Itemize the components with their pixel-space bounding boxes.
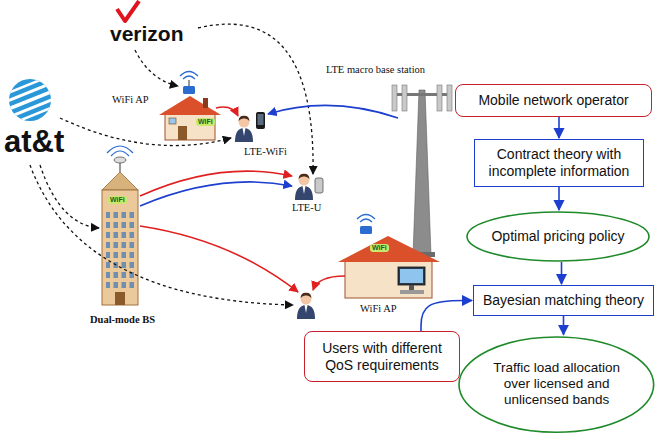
user-wifi	[297, 293, 315, 319]
verizon-logo	[117, 1, 139, 21]
process-box: Contract theory with incomplete informat…	[474, 139, 644, 187]
house-wifi-ap-part	[159, 96, 221, 115]
device-label: LTE macro base station	[326, 64, 425, 76]
node-text: Users with different QoS requirements	[312, 340, 452, 374]
operator-logo-text: at&t	[4, 124, 64, 160]
node-text: Mobile network operator	[478, 92, 628, 109]
house-wifi-ap-part	[169, 118, 176, 124]
house-wifi-ap	[159, 72, 221, 141]
wifi-badge: WiFi	[108, 196, 127, 204]
operator-link-part	[40, 165, 99, 228]
node-text: Contract theory with incomplete informat…	[482, 146, 636, 180]
user-label: LTE-WiFi	[244, 146, 287, 158]
house-wifi-ap-part	[400, 290, 424, 294]
user-lte-wifi	[235, 112, 265, 142]
actor-box: Users with different QoS requirements	[304, 331, 460, 382]
dual-mode-bs-building-part	[102, 190, 138, 305]
flow-arrow	[563, 316, 565, 335]
att-globe-part	[0, 74, 64, 127]
lte-macro-base-station-part	[392, 85, 397, 111]
lte-macro-base-station-part	[402, 85, 407, 111]
user-lte-wifi-part	[235, 116, 253, 142]
dual-mode-bs-building	[102, 146, 138, 305]
dual-mode-bs-building-part	[114, 157, 126, 163]
flow-arrow	[558, 117, 560, 138]
process-box: Bayesian matching theory	[473, 285, 654, 316]
flow-arrow	[558, 187, 560, 210]
verizon-logo-part	[117, 1, 139, 21]
house-wifi-ap-part	[345, 260, 432, 298]
operator-logo-text: verizon	[110, 22, 184, 46]
operator-link-part	[30, 165, 293, 305]
device-label: WiFi AP	[112, 94, 149, 106]
house-wifi-ap-part	[203, 98, 208, 108]
house-wifi-ap	[338, 215, 440, 299]
house-wifi-ap-part	[398, 267, 425, 285]
node-text: Optimal pricing policy	[491, 228, 624, 245]
dual-mode-bs-building-part	[107, 146, 133, 153]
wifi-badge: WiFi	[196, 118, 215, 126]
house-wifi-ap-part	[189, 80, 190, 86]
device-label: Dual-mode BS	[90, 314, 155, 326]
flow-arrow	[421, 301, 472, 332]
lte-macro-base-station-part	[392, 93, 452, 96]
house-wifi-ap-part	[180, 72, 198, 77]
user-lte-u-part	[295, 174, 313, 200]
house-wifi-ap-part	[357, 215, 375, 220]
lte-macro-base-station-part	[437, 85, 442, 111]
unlicensed-link-part	[216, 107, 238, 116]
lte-macro-base-station-part	[447, 85, 452, 111]
user-lte-wifi-part	[256, 112, 265, 129]
house-wifi-ap-part	[400, 269, 423, 283]
node-text: Traffic load allocation over licensed an…	[482, 360, 632, 409]
ellipse-shape	[467, 212, 649, 261]
licensed-link	[140, 105, 398, 206]
result-ellipse: Traffic load allocation over licensed an…	[458, 336, 655, 433]
wifi-badge: WiFi	[370, 244, 389, 252]
house-wifi-ap-part	[178, 126, 187, 140]
lte-macro-base-station-part	[413, 90, 431, 255]
lte-macro-base-station	[392, 85, 452, 257]
operator-link-part	[198, 24, 313, 174]
unlicensed-link	[140, 107, 345, 292]
licensed-link-part	[268, 105, 398, 118]
dual-mode-bs-building-part	[102, 172, 138, 190]
actor-box: Mobile network operator	[455, 84, 652, 117]
user-lte-u	[295, 174, 323, 200]
operator-link-part	[60, 118, 231, 146]
device-label: WiFi AP	[360, 303, 397, 315]
result-ellipse: Optimal pricing policy	[466, 211, 650, 262]
house-wifi-ap-part	[183, 86, 195, 94]
operator-link-part	[135, 50, 178, 86]
flow-arrow	[561, 262, 563, 284]
dual-mode-bs-building-part	[111, 151, 129, 156]
att-globe	[0, 74, 64, 127]
house-wifi-ap-part	[338, 236, 440, 262]
node-text: Bayesian matching theory	[483, 292, 644, 309]
house-wifi-ap-part	[360, 226, 372, 234]
user-lte-wifi-part	[258, 114, 264, 125]
dual-mode-bs-building-part	[106, 210, 134, 290]
user-wifi-part	[297, 293, 315, 319]
operator-link	[30, 24, 313, 305]
att-globe-part-part	[7, 102, 64, 127]
unlicensed-link-part	[313, 276, 345, 290]
house-wifi-ap-part	[165, 112, 215, 140]
licensed-link-part	[140, 182, 292, 206]
user-lte-u-part	[315, 178, 323, 193]
user-label: LTE-U	[292, 202, 321, 214]
ellipse-shape	[459, 337, 654, 432]
dual-mode-bs-building-part	[115, 292, 125, 305]
house-wifi-ap-part	[183, 76, 195, 79]
unlicensed-link-part	[140, 226, 298, 292]
house-wifi-ap-part	[360, 219, 372, 222]
house-wifi-ap-part	[409, 285, 414, 290]
